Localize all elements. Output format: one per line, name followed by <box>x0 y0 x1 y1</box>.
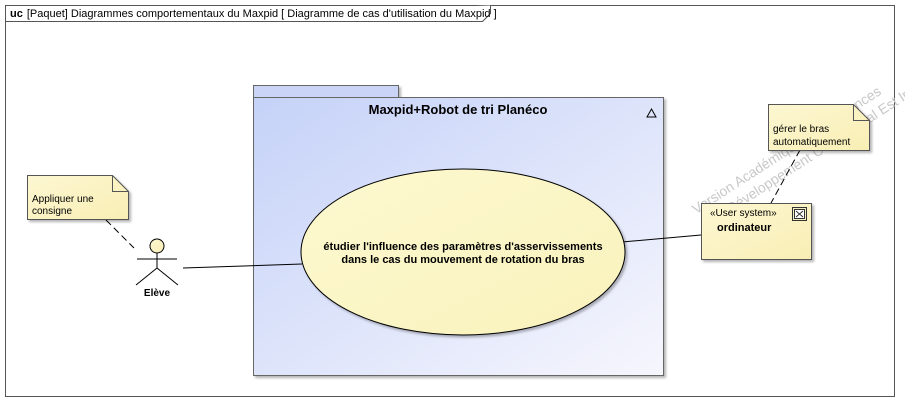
note-anchor-system <box>770 149 801 204</box>
use-case-line1: étudier l'influence des paramètres d'ass… <box>323 241 602 253</box>
system-name: ordinateur <box>717 222 772 234</box>
note-student-line2: consigne <box>32 206 72 217</box>
association-usecase-system[interactable] <box>621 234 702 243</box>
frame-kind: uc <box>10 8 23 20</box>
note-system-line1: gérer le bras <box>773 124 829 135</box>
use-case[interactable]: étudier l'influence des paramètres d'ass… <box>300 168 626 336</box>
package-expand-icon[interactable] <box>646 107 657 118</box>
system-stereotype: «User system» <box>710 208 777 219</box>
note-student[interactable] <box>27 175 129 220</box>
component-icon <box>792 207 807 221</box>
note-system-line2: automatiquement <box>773 137 850 148</box>
frame-title: [Paquet] Diagrammes comportementaux du M… <box>27 8 497 20</box>
actor-name: Elève <box>144 288 171 299</box>
package-title: Maxpid+Robot de tri Planéco <box>369 102 548 117</box>
actor-head-icon <box>149 238 165 254</box>
note-anchor-student <box>105 219 135 249</box>
association-student-usecase[interactable] <box>182 263 303 269</box>
frame-label: uc [Paquet] Diagrammes comportementaux du… <box>10 8 497 20</box>
note-system[interactable] <box>768 104 870 151</box>
note-student-line1: Appliquer une <box>32 194 94 205</box>
actor-student[interactable] <box>135 238 179 286</box>
use-case-line2: dans le cas du mouvement de rotation du … <box>341 254 584 266</box>
